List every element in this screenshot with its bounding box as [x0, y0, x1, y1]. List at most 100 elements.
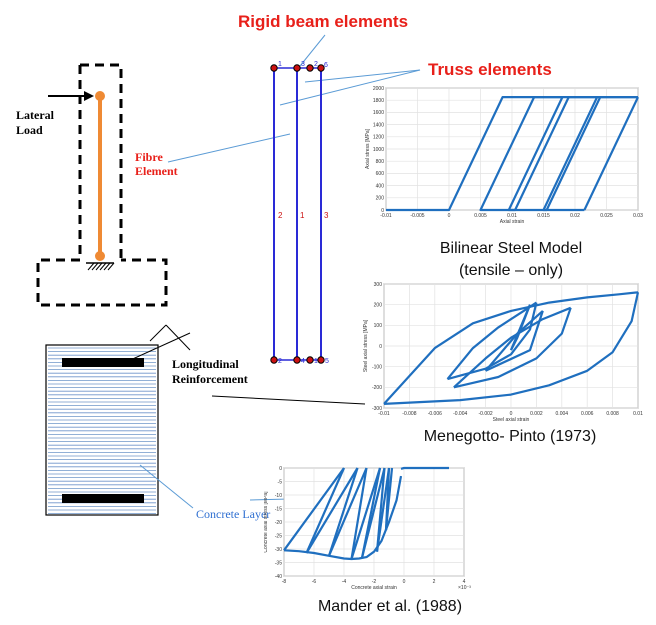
truss-node: [306, 356, 314, 364]
y-tick-label: 1200: [373, 135, 384, 141]
x-tick-label: -0.005: [410, 213, 424, 219]
y-tick-label: 1000: [373, 147, 384, 153]
fibre-element-line-2: Element: [135, 164, 178, 178]
bottom-node-label: 2: [278, 358, 282, 365]
truss-title: Truss elements: [428, 60, 552, 79]
truss-node: [317, 64, 325, 72]
x-tick-label: 2: [433, 579, 436, 585]
x-tick-label: 0.002: [530, 411, 543, 417]
x-tick-label: 0.01: [507, 213, 517, 219]
top-node-label: 1: [278, 61, 282, 68]
y-tick-label: 1600: [373, 110, 384, 116]
y-tick-label: -10: [275, 493, 282, 499]
y-tick-label: 200: [376, 196, 385, 202]
cross-section: [45, 344, 159, 516]
element-number-label: 1: [300, 211, 305, 220]
series-line: [453, 307, 572, 389]
truss-node: [293, 64, 301, 72]
series-line: [384, 467, 394, 531]
series-line: [400, 466, 449, 470]
truss-leader-1: [304, 69, 421, 83]
reinforcement-leader: [125, 332, 191, 363]
concrete-layer-label: Concrete Layer: [196, 507, 271, 521]
series-line: [542, 96, 602, 212]
lateral-load-arrowhead: [84, 91, 94, 101]
y-tick-label: -25: [275, 533, 282, 539]
y-axis-label: Concrete axial stress [MPa]: [264, 491, 269, 553]
y-tick-label: -30: [275, 547, 282, 553]
x-tick-label: -2: [372, 579, 377, 585]
series-line: [305, 467, 346, 554]
x-axis-label: Axial strain: [500, 219, 525, 224]
menegotto-leader: [211, 395, 366, 405]
series-line: [510, 304, 532, 351]
y-tick-label: 300: [374, 282, 383, 288]
x-tick-label: -4: [342, 579, 347, 585]
rigid-beam-title: Rigid beam elements: [238, 12, 409, 31]
y-tick-label: -20: [275, 520, 282, 526]
x-multiplier-label: ×10⁻³: [458, 585, 471, 591]
y-tick-label: -300: [372, 406, 382, 412]
x-tick-label: 0.004: [556, 411, 569, 417]
bilinear-caption-line-1: Bilinear Steel Model: [439, 240, 583, 257]
y-tick-label: -100: [372, 364, 382, 370]
y-tick-label: 400: [376, 183, 385, 189]
x-tick-label: 0.02: [570, 213, 580, 219]
x-tick-label: 4: [463, 579, 466, 585]
y-tick-label: 0: [381, 208, 384, 214]
truss-node: [270, 64, 278, 72]
bilinear-caption: Bilinear Steel Model (tensile – only): [406, 238, 616, 282]
reinforcement-line-1: Longitudinal: [172, 357, 239, 371]
x-axis-label: Steel axial strain: [493, 417, 530, 423]
fibre-element-line-1: Fibre: [135, 150, 163, 164]
y-tick-label: 2000: [373, 86, 384, 92]
y-tick-label: -40: [275, 574, 282, 580]
x-tick-label: -0.002: [479, 411, 493, 417]
truss-node: [293, 356, 301, 364]
y-tick-label: -5: [278, 479, 283, 485]
longitudinal-reinforcement-label: Longitudinal Reinforcement: [172, 357, 248, 387]
series-line: [350, 467, 382, 560]
y-tick-label: 0: [279, 466, 282, 472]
y-tick-label: 1800: [373, 98, 384, 104]
menegotto-caption: Menegotto- Pinto (1973): [423, 428, 597, 445]
x-tick-label: -0.004: [453, 411, 467, 417]
lateral-load-line-1: Lateral: [16, 108, 54, 122]
lateral-load-line-2: Load: [16, 123, 43, 137]
series-line: [383, 292, 640, 405]
fibre-leader: [167, 133, 291, 163]
x-tick-label: -0.01: [378, 411, 390, 417]
series-line: [485, 310, 544, 372]
bilinear-caption-line-2: (tensile – only): [458, 262, 564, 279]
x-tick-label: -8: [282, 579, 287, 585]
lateral-load-label: Lateral Load: [16, 108, 54, 138]
series-line: [479, 96, 585, 212]
top-node-label: 3: [301, 61, 305, 68]
section-cut-leader-2: [165, 324, 191, 351]
series-line: [283, 467, 345, 551]
section-cut-leader: [149, 324, 167, 342]
x-tick-label: 0.005: [474, 213, 487, 219]
x-axis-label: Concrete axial strain: [351, 585, 397, 591]
bottom-node-label: 4: [301, 358, 305, 365]
top-reinforcement: [62, 358, 144, 367]
fibre-top-node: [95, 91, 105, 101]
series-line: [360, 467, 386, 559]
x-tick-label: -0.01: [380, 213, 392, 219]
support-hatch: [87, 262, 115, 271]
y-tick-label: 1400: [373, 122, 384, 128]
fibre-bottom-node: [95, 251, 105, 261]
mander-caption: Mander et al. (1988): [317, 598, 463, 615]
y-tick-label: -200: [372, 385, 382, 391]
y-tick-label: 600: [376, 171, 385, 177]
x-tick-label: 0.008: [606, 411, 619, 417]
truss-node: [317, 356, 325, 364]
series-line: [350, 467, 368, 560]
series-line: [583, 96, 639, 211]
truss-node: [306, 64, 314, 72]
bottom-reinforcement: [62, 494, 144, 503]
